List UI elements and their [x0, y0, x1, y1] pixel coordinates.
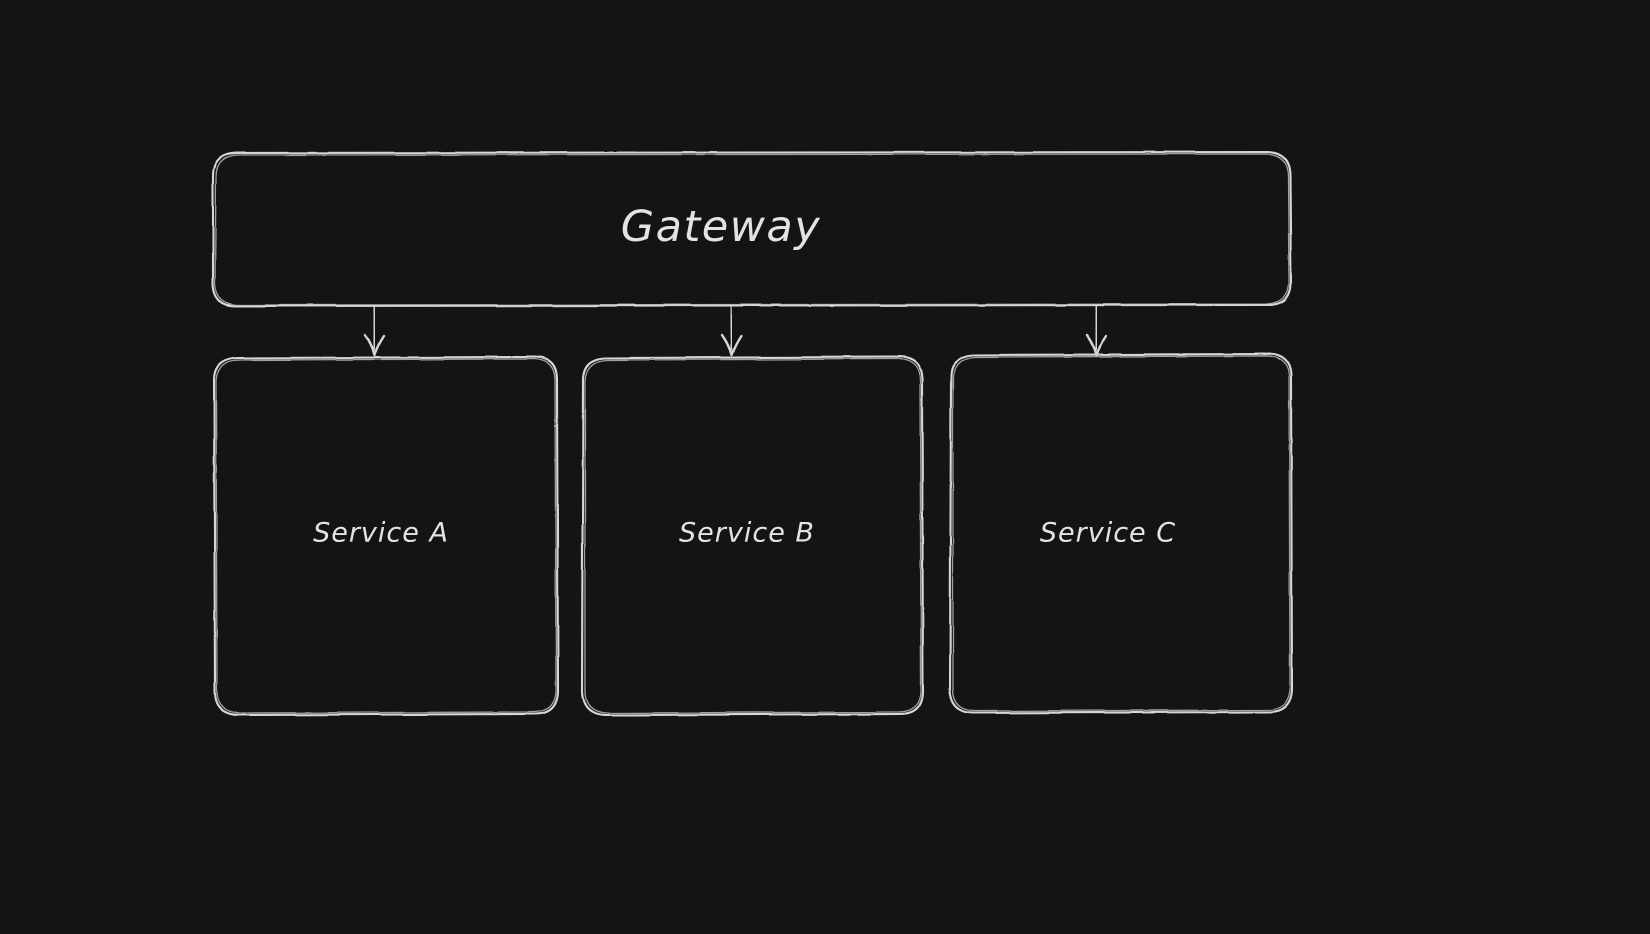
node-gateway-outline-overstroke: [214, 153, 1290, 306]
edge-gateway-service-b-line: [729, 305, 733, 351]
node-service-a-outline: [212, 355, 560, 717]
edge-gateway-service-c-arrowhead: [1085, 333, 1108, 357]
node-service-b-label: Service B: [679, 517, 815, 549]
node-service-c-label: Service C: [1039, 517, 1177, 549]
node-gateway[interactable]: [211, 150, 1293, 308]
node-service-b-outline-overstroke: [584, 358, 922, 714]
node-service-a-label: Service A: [313, 517, 449, 549]
edge-gateway-service-a-arrowhead: [363, 333, 386, 357]
edge-gateway-service-b-arrowhead: [720, 333, 743, 357]
edge-gateway-service-c-line: [1094, 305, 1098, 351]
node-service-b-outline: [580, 355, 925, 717]
node-gateway-outline: [211, 150, 1293, 308]
edge-gateway-service-a-line: [372, 305, 376, 351]
node-service-c[interactable]: [948, 352, 1294, 715]
node-service-a-outline-overstroke: [215, 358, 557, 714]
edge-gateway-service-c: [1085, 305, 1108, 357]
edge-gateway-service-a: [363, 305, 386, 357]
node-service-c-outline-overstroke: [952, 355, 1291, 712]
edge-gateway-service-b: [720, 305, 743, 357]
node-service-c-outline: [948, 352, 1294, 715]
node-gateway-label: Gateway: [620, 202, 822, 252]
node-service-a[interactable]: [212, 355, 560, 717]
node-service-b[interactable]: [580, 355, 925, 717]
